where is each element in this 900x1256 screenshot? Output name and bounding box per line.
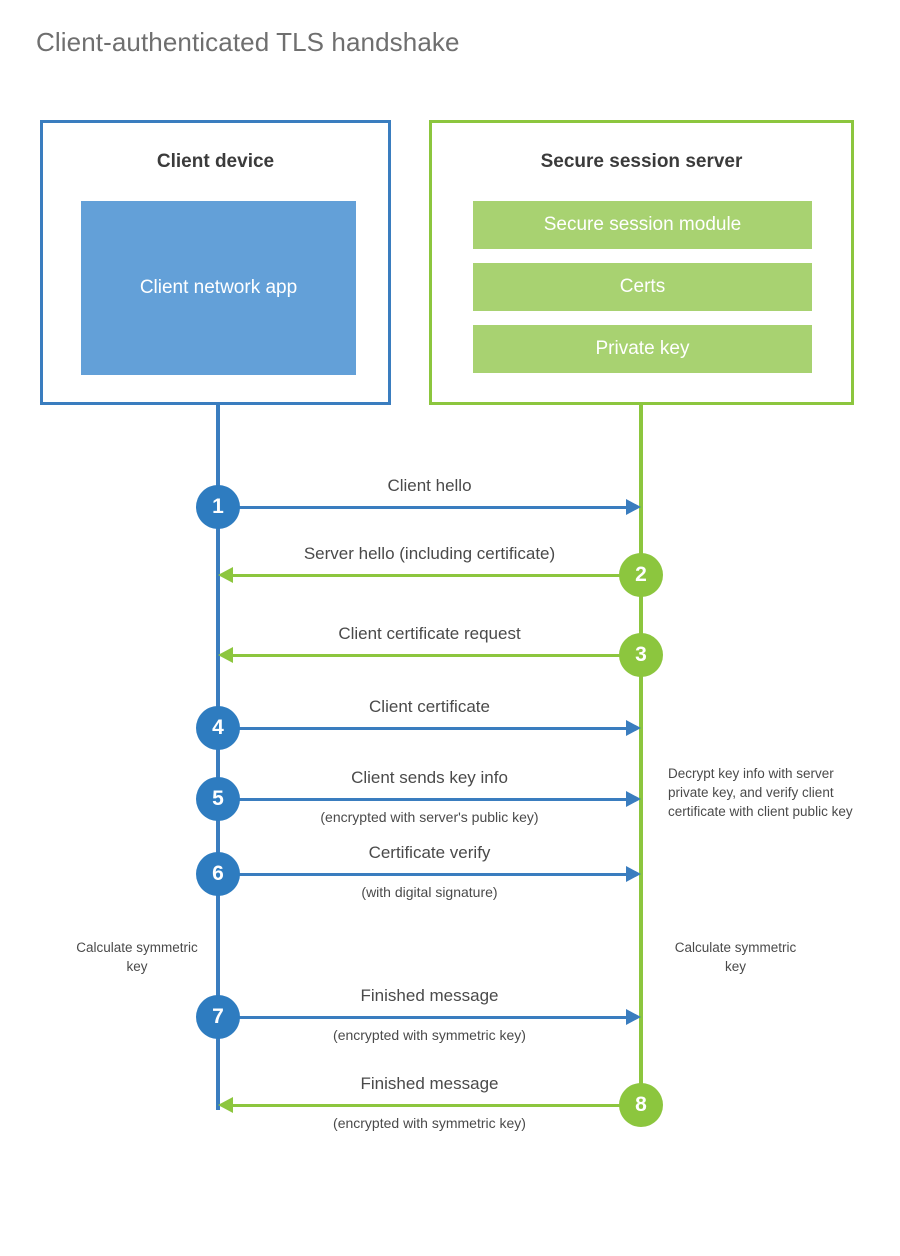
message-line-3 xyxy=(232,654,641,657)
message-label-4: Client certificate xyxy=(369,697,490,716)
arrowhead-right-1 xyxy=(626,499,641,515)
secure-session-server-box: Secure session server Secure session mod… xyxy=(429,120,854,405)
client-lifeline xyxy=(216,405,220,1110)
server-decrypt-note: Decrypt key info with server private key… xyxy=(668,766,853,820)
message-line-5 xyxy=(218,798,626,801)
client-calculate-symmetric-key-note: Calculate symmetric key xyxy=(76,940,198,975)
step-circle-6: 6 xyxy=(196,852,240,896)
message-label-3: Client certificate request xyxy=(338,624,521,643)
step-circle-7: 7 xyxy=(196,995,240,1039)
step-circle-5: 5 xyxy=(196,777,240,821)
message-line-2 xyxy=(232,574,641,577)
message-line-1 xyxy=(218,506,626,509)
message-sublabel-5: (encrypted with server's public key) xyxy=(320,809,539,825)
message-line-8 xyxy=(232,1104,641,1107)
arrowhead-left-8 xyxy=(218,1097,233,1113)
message-label-5: Client sends key info xyxy=(351,768,508,787)
secure-session-module-block: Secure session module xyxy=(473,201,812,249)
message-label-6: Certificate verify xyxy=(368,843,491,862)
step-circle-4: 4 xyxy=(196,706,240,750)
message-sublabel-6: (with digital signature) xyxy=(361,884,498,900)
message-sublabel-8: (encrypted with symmetric key) xyxy=(333,1115,526,1131)
client-device-box: Client device Client network app xyxy=(40,120,391,405)
step-circle-1: 1 xyxy=(196,485,240,529)
private-key-block: Private key xyxy=(473,325,812,373)
message-line-6 xyxy=(218,873,626,876)
arrowhead-right-6 xyxy=(626,866,641,882)
message-label-7: Finished message xyxy=(360,986,499,1005)
arrowhead-right-5 xyxy=(626,791,641,807)
step-circle-2: 2 xyxy=(619,553,663,597)
server-lifeline xyxy=(639,405,643,1106)
page-title: Client-authenticated TLS handshake xyxy=(36,27,460,57)
message-label-2: Server hello (including certificate) xyxy=(303,544,556,563)
arrowhead-left-2 xyxy=(218,567,233,583)
arrowhead-left-3 xyxy=(218,647,233,663)
step-circle-3: 3 xyxy=(619,633,663,677)
message-line-4 xyxy=(218,727,626,730)
secure-session-server-title: Secure session server xyxy=(540,151,743,172)
client-device-title: Client device xyxy=(156,151,275,172)
message-label-8: Finished message xyxy=(360,1074,499,1093)
arrowhead-right-7 xyxy=(626,1009,641,1025)
arrowhead-right-4 xyxy=(626,720,641,736)
message-line-7 xyxy=(218,1016,626,1019)
step-circle-8: 8 xyxy=(619,1083,663,1127)
message-sublabel-7: (encrypted with symmetric key) xyxy=(333,1027,526,1043)
client-network-app-block: Client network app xyxy=(81,201,356,375)
message-label-1: Client hello xyxy=(387,476,472,495)
server-calculate-symmetric-key-note: Calculate symmetric key xyxy=(674,940,797,975)
certs-block: Certs xyxy=(473,263,812,311)
